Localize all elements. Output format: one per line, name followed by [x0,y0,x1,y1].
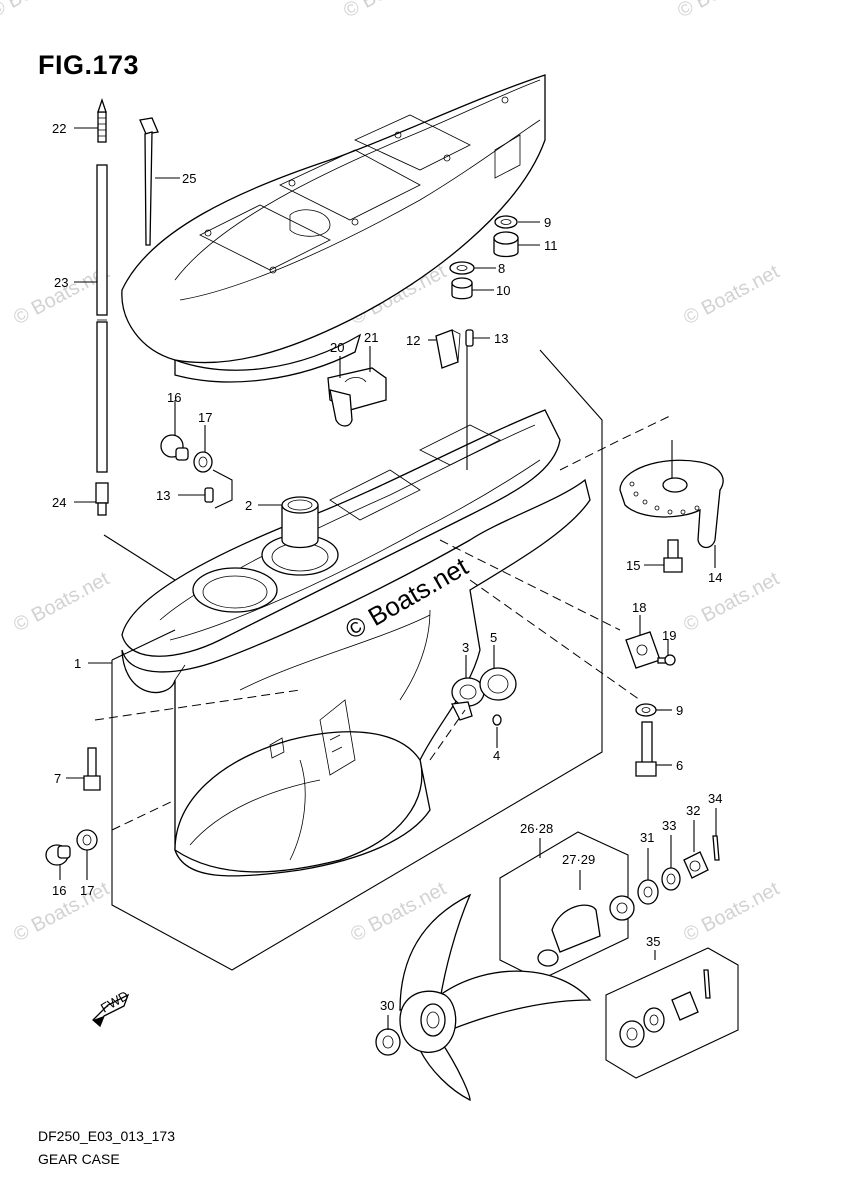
watermark-text: © Boats.net [680,261,783,330]
callout-12: 12 [406,333,420,348]
callout-6: 6 [676,758,683,773]
callout-27-29: 27·29 [562,852,595,867]
callout-34: 34 [708,791,722,806]
callout-7: 7 [54,771,61,786]
part-11-nut [493,231,519,258]
part-5-bearing [479,667,517,701]
callout-16-lower: 16 [52,883,66,898]
callout-25: 25 [182,171,196,186]
watermark-text: © Boats.net [0,0,89,22]
part-8-washer [449,261,475,275]
watermark-text: © Boats.net [10,568,113,637]
prop-hardware-frame-26-28 [499,831,629,981]
callout-9-top: 9 [544,215,551,230]
callout-30: 30 [380,998,394,1013]
gear-case-housing [121,409,591,877]
part-34-cotter-pin [712,835,720,861]
watermark-text: © Boats.net [674,0,777,22]
part-7-bolt [83,747,101,791]
callout-32: 32 [686,803,700,818]
callout-20: 20 [330,340,344,355]
part-13-pin-top [465,329,474,347]
part-23-driveshaft-rod [96,164,108,473]
callout-26-28: 26·28 [520,821,553,836]
callout-16-upper: 16 [167,390,181,405]
callout-2: 2 [245,498,252,513]
part-3-bearing-carrier [451,677,485,721]
part-17-gasket-lower [76,829,98,851]
callout-17-upper: 17 [198,410,212,425]
watermark-text: © Boats.net [680,568,783,637]
callout-3: 3 [462,640,469,655]
callout-9-mid: 9 [676,703,683,718]
kit-35-frame [605,947,739,1079]
part-33-washer [661,867,681,891]
part-27-29-spacer [609,895,635,921]
part-9-washer-top [494,215,518,229]
part-13-pin-left [204,487,214,503]
callout-1: 1 [74,656,81,671]
part-16-plug-lower [45,844,71,866]
propeller [399,893,592,1102]
figure-name: GEAR CASE [38,1151,120,1167]
callout-19: 19 [662,628,676,643]
part-31-washer [637,879,659,905]
part-17-gasket-upper [193,451,213,473]
callout-14: 14 [708,570,722,585]
callout-35: 35 [646,934,660,949]
part-15-bolt [663,539,683,573]
callout-8: 8 [498,261,505,276]
callout-33: 33 [662,818,676,833]
callout-15: 15 [626,558,640,573]
part-9-washer-mid [635,703,657,717]
callout-22: 22 [52,121,66,136]
part-20-21-bracket [327,367,387,427]
part-30-spacer [375,1028,401,1056]
part-10-nut [451,277,473,300]
watermark-text: © Boats.net [680,878,783,947]
callout-31: 31 [640,830,654,845]
part-24-fitting [95,482,109,516]
part-25-strap [139,117,159,246]
callout-24: 24 [52,495,66,510]
callout-4: 4 [493,748,500,763]
callout-18: 18 [632,600,646,615]
part-27-29-thrust-bushing [537,904,601,967]
part-4-pin [492,714,502,726]
part-14-trim-tab [619,459,724,549]
part-2-sleeve [281,496,319,549]
part-6-stud [635,721,657,777]
callout-10: 10 [496,283,510,298]
callout-13-left: 13 [156,488,170,503]
callout-5: 5 [490,630,497,645]
callout-11: 11 [544,238,558,253]
part-18-anode [625,631,661,669]
housing-frame [111,349,603,971]
callout-21: 21 [364,330,378,345]
callout-13-top: 13 [494,331,508,346]
watermark-text: © Boats.net [340,0,443,22]
part-19-screw [657,654,676,666]
part-12-block [435,329,461,369]
figure-code: DF250_E03_013_173 [38,1128,176,1144]
part-16-plug-upper [160,434,189,461]
gear-case-cover [121,74,546,383]
figure-title: FIG.173 [38,50,140,80]
part-32-castle-nut [683,851,709,879]
forward-arrow-icon: FWD [92,988,131,1028]
callout-labels: 22 25 23 24 9 11 8 10 12 13 20 21 16 17 … [52,121,722,1013]
leader-lines [59,127,717,1030]
part-22-bolt [97,97,107,143]
callout-17-lower: 17 [80,883,94,898]
callout-23: 23 [54,275,68,290]
